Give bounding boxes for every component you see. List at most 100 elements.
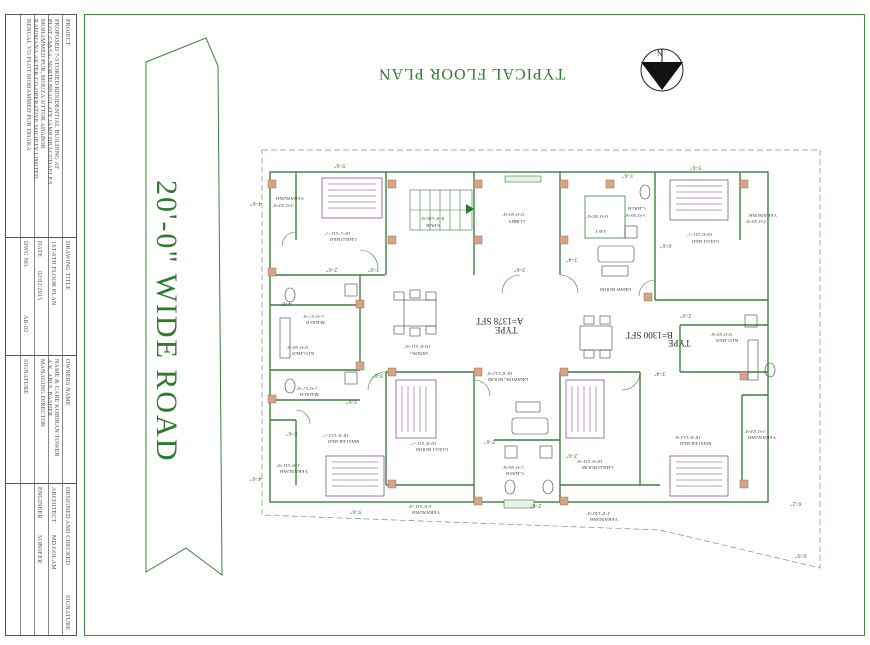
owners-label: OWNERS NAME [64, 359, 70, 406]
room-name: DINING [410, 350, 428, 355]
dining-sets [393, 289, 613, 359]
room-name: KITCHEN [716, 337, 738, 342]
beds [321, 177, 729, 497]
room-size: 6'-0"x6'-0" [586, 213, 608, 218]
type-a-area: A=1378 SFT [476, 316, 524, 326]
room-name: VERANDAH [749, 212, 778, 217]
stair [409, 189, 474, 231]
project-line: RAHIMANA AKTER CO-OPERATIVE SOCIETY LIMI… [32, 19, 38, 179]
dimension-label: 2'-6" [680, 312, 692, 318]
title-block-divider [6, 355, 76, 356]
site-boundary [261, 149, 821, 569]
date-label: DATE [36, 241, 42, 258]
plan-title: TYPICAL FLOOR PLAN [378, 65, 566, 82]
room-name: C.BATH [506, 470, 524, 475]
columns [267, 179, 749, 506]
room-size: 5'-0"x6'-6" [502, 464, 524, 469]
building-walls [269, 171, 769, 503]
room-name: MASTER BED [680, 440, 712, 445]
dimension-label: 3'-6" [514, 266, 526, 272]
dimension-label: 2'-6" [326, 266, 338, 272]
date-value: 02/02/2015 [36, 271, 42, 301]
dimension-label: 3'-4" [566, 256, 578, 262]
bath-fixtures [279, 184, 776, 495]
title-block-divider [62, 15, 63, 635]
dimension-label: 3'-4" [654, 370, 666, 376]
project-line: PROPOSED 7-STORIED RESIDENTIAL BUILDING … [53, 19, 59, 170]
designed-label: DESIGNED AND CHECKED [64, 487, 70, 565]
room-name: VERANDAH [590, 516, 619, 521]
room-name: GUEST ROOM [416, 446, 449, 451]
room-name: DRAW ROOM [600, 286, 632, 291]
architect-label: ARCHITECT [50, 487, 56, 523]
north-arrow-icon [640, 48, 684, 92]
room-name: MASTER BED [328, 438, 360, 443]
drawing-title-label: DRAWING TITLE [64, 241, 70, 291]
dimension-label: 4'-6" [250, 200, 262, 206]
owner-line: NAME & CARE KOBIRAN TOWER [53, 359, 59, 457]
dwg-no-label: DWG NO. [22, 241, 28, 269]
owner-line: MANAGING DIRECTOR [39, 359, 45, 428]
dimension-label: 5'-6" [350, 508, 362, 514]
sign-label: SIGNATURE [64, 595, 70, 631]
room-name: LIFT [595, 228, 606, 233]
room-size: 3'-0"x11'-0" [276, 462, 301, 467]
room-size: 3'-0"x9'-0" [272, 202, 294, 207]
north-label: N [657, 48, 663, 57]
room-size: 5'-0"x6'-6" [624, 212, 646, 217]
project-label: PROJECT [64, 19, 70, 46]
dimension-label: 6'-9" [795, 552, 807, 558]
room-size: 8'-0"x8'-6" [286, 344, 308, 349]
signature-label: SIGNATURE [22, 359, 28, 395]
title-block: PROJECT PROPOSED 7-STORIED RESIDENTIAL B… [5, 14, 77, 636]
room-size: 3'-0"x10'-0" [586, 510, 611, 515]
dimension-label: 3'-6" [346, 398, 358, 404]
room-size: 10'-0"x11'-7" [410, 440, 437, 445]
room-size: 5'-0"x7'-0" [296, 385, 318, 390]
room-name: STAIR [426, 222, 441, 227]
room-size: 3'-0"x9'-6" [745, 218, 767, 223]
room-name: GUEST BED [692, 238, 720, 243]
room-name: CHILD BED [330, 236, 357, 241]
dimension-label: 2'-6" [484, 438, 496, 444]
title-block-divider [48, 15, 49, 635]
dimension-label: 6'-6" [660, 242, 672, 248]
type-a-label: TYPE [495, 325, 518, 335]
room-name: DRAWING ROOM [488, 376, 529, 381]
dimension-label: 3'-6" [368, 266, 380, 272]
dimension-label: 5'-6" [334, 162, 346, 168]
title-block-divider [34, 15, 35, 635]
dimension-label: 6'-6" [286, 430, 298, 436]
room-size: 8'-0"x16'-0" [420, 215, 445, 220]
room-size: 10'-0"x11'-7" [686, 231, 713, 236]
dimension-label: 3'-6" [372, 372, 384, 378]
dimension-label: 4'-6" [250, 475, 262, 481]
sofas [511, 245, 635, 435]
room-name: KITCHEN [292, 350, 314, 355]
dimension-label: 1'-6" [622, 172, 634, 178]
dwg-no-value: AR-02 [22, 315, 28, 333]
room-size: 3'-0"x9'-0" [744, 428, 766, 433]
room-name: LOBBY [508, 218, 525, 223]
title-block-divider [6, 237, 76, 238]
dimension-label: 2'-6" [566, 452, 578, 458]
room-name: CHILD ROOM [582, 464, 614, 469]
engineer-value: SOBOFER [36, 535, 42, 564]
project-line: BENGAL VO PLOT MOHAMMED PUR DHAKA [25, 19, 31, 151]
windows [503, 175, 542, 509]
room-size: 10'-0"x11'-6" [576, 458, 603, 463]
owner-line: A.K. ABUL BASHER [46, 359, 52, 417]
room-size: 10'-0"x12'-0" [486, 370, 513, 375]
road-arrow [145, 37, 223, 577]
dimension-label: 4'-6" [280, 300, 292, 306]
room-size: 10'-5"x11'-7" [324, 230, 351, 235]
road-label: 20'-0" WIDE ROAD [150, 180, 183, 463]
dimension-label: 5'-6" [690, 164, 702, 170]
room-size: 10'-0"x13'-7" [322, 432, 349, 437]
room-size: 6'-0"x9'-0" [502, 211, 524, 216]
type-b-area: B=1300 SFT [626, 330, 673, 340]
architect-value: MD.GOLAM [50, 535, 56, 570]
room-name: VERANDAH [280, 468, 309, 473]
